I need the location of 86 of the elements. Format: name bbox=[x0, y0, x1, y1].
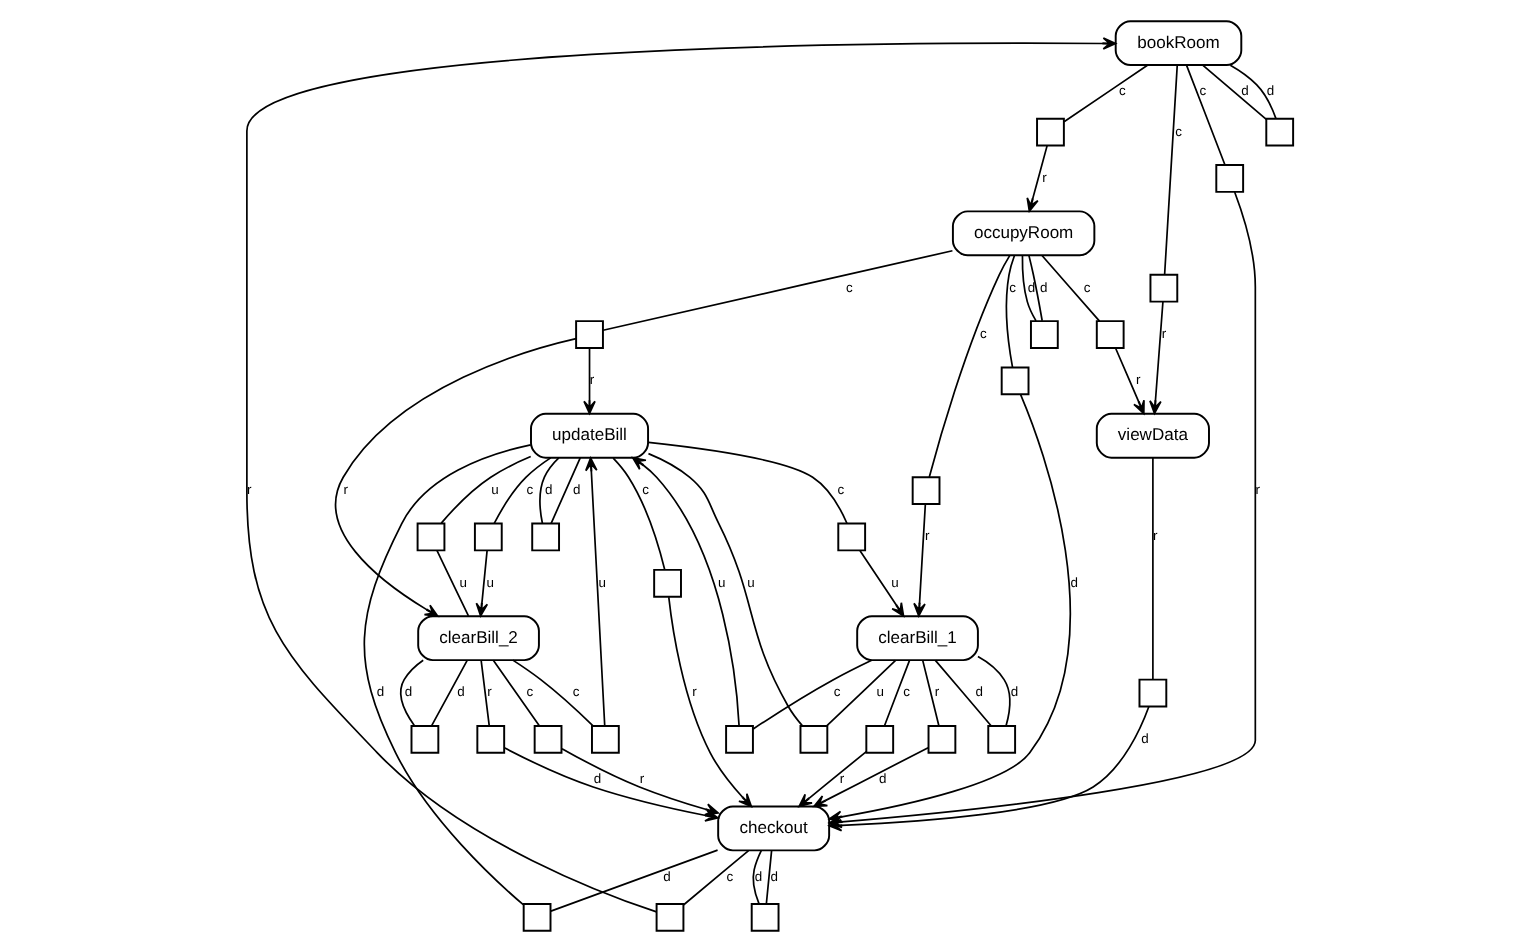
connector bbox=[1201, 64, 1267, 121]
node-box bbox=[1264, 117, 1294, 147]
connector bbox=[538, 457, 559, 525]
connector bbox=[1228, 64, 1276, 120]
node-box bbox=[521, 903, 551, 932]
arrow bbox=[560, 747, 718, 816]
node-box bbox=[654, 903, 684, 932]
arrow bbox=[583, 457, 605, 727]
connector bbox=[1062, 64, 1148, 123]
arrow bbox=[827, 393, 1070, 824]
arrow bbox=[912, 503, 926, 617]
arrow bbox=[666, 596, 752, 808]
connector bbox=[1162, 64, 1178, 276]
node-box bbox=[864, 725, 894, 754]
connector bbox=[927, 254, 1010, 478]
node-box bbox=[1148, 273, 1178, 303]
connector bbox=[1027, 254, 1043, 322]
node-box bbox=[1094, 320, 1124, 349]
node-box bbox=[999, 366, 1029, 396]
connector bbox=[920, 659, 939, 727]
arrow bbox=[630, 456, 739, 727]
node-box bbox=[532, 725, 562, 754]
node-box bbox=[475, 725, 505, 754]
connector bbox=[976, 655, 1010, 727]
connector bbox=[549, 457, 581, 525]
arrow bbox=[474, 549, 488, 617]
connector bbox=[435, 549, 469, 617]
arrow bbox=[245, 37, 1116, 913]
arrow bbox=[1148, 300, 1163, 415]
connector bbox=[429, 659, 468, 727]
connector bbox=[479, 659, 490, 727]
connector bbox=[1151, 456, 1153, 680]
connector bbox=[1040, 254, 1100, 322]
node-box bbox=[652, 568, 681, 598]
connector bbox=[439, 455, 531, 524]
arrow bbox=[797, 750, 867, 808]
node-box: updateBill bbox=[529, 412, 649, 459]
arrow bbox=[1025, 145, 1047, 212]
connector bbox=[751, 659, 872, 730]
arrow bbox=[858, 549, 904, 617]
connector bbox=[824, 659, 896, 727]
connector bbox=[362, 443, 531, 906]
node-box bbox=[472, 522, 502, 552]
node-box bbox=[798, 725, 828, 754]
node-box bbox=[926, 725, 956, 754]
arrow bbox=[812, 746, 929, 808]
connector bbox=[681, 849, 749, 906]
arrow bbox=[582, 347, 595, 415]
connector bbox=[882, 659, 910, 727]
connector bbox=[398, 659, 424, 727]
node-box: viewData bbox=[1094, 412, 1209, 459]
connector bbox=[751, 849, 762, 905]
connector bbox=[492, 457, 551, 525]
node-box: checkout bbox=[716, 805, 830, 852]
connector bbox=[601, 249, 953, 332]
connector bbox=[764, 849, 772, 905]
connector bbox=[611, 457, 665, 571]
node-box bbox=[1028, 320, 1058, 349]
node-box bbox=[1035, 117, 1064, 147]
node-box bbox=[590, 725, 619, 754]
node-box bbox=[574, 320, 603, 349]
connector bbox=[491, 659, 540, 727]
connector bbox=[933, 659, 992, 727]
node-box: clearBill_2 bbox=[416, 615, 539, 662]
node-box bbox=[749, 903, 779, 932]
node-box bbox=[530, 522, 559, 552]
node-box bbox=[724, 725, 753, 754]
node-box bbox=[415, 522, 445, 552]
connector bbox=[646, 441, 847, 525]
connector bbox=[549, 849, 718, 912]
node-box bbox=[910, 476, 940, 506]
node-box bbox=[409, 725, 439, 754]
connector bbox=[1184, 64, 1225, 166]
node-box bbox=[1137, 678, 1167, 708]
connector bbox=[510, 659, 593, 727]
arrow bbox=[333, 337, 576, 617]
connector bbox=[1020, 254, 1036, 322]
connector bbox=[646, 452, 803, 727]
node-box: clearBill_1 bbox=[855, 615, 978, 662]
node-box bbox=[836, 522, 866, 552]
connector bbox=[1004, 254, 1015, 369]
arrow bbox=[1113, 347, 1144, 415]
node-box: occupyRoom bbox=[950, 210, 1095, 257]
node-box bbox=[986, 725, 1016, 754]
node-box bbox=[1214, 164, 1244, 193]
node-box: bookRoom bbox=[1113, 20, 1242, 67]
